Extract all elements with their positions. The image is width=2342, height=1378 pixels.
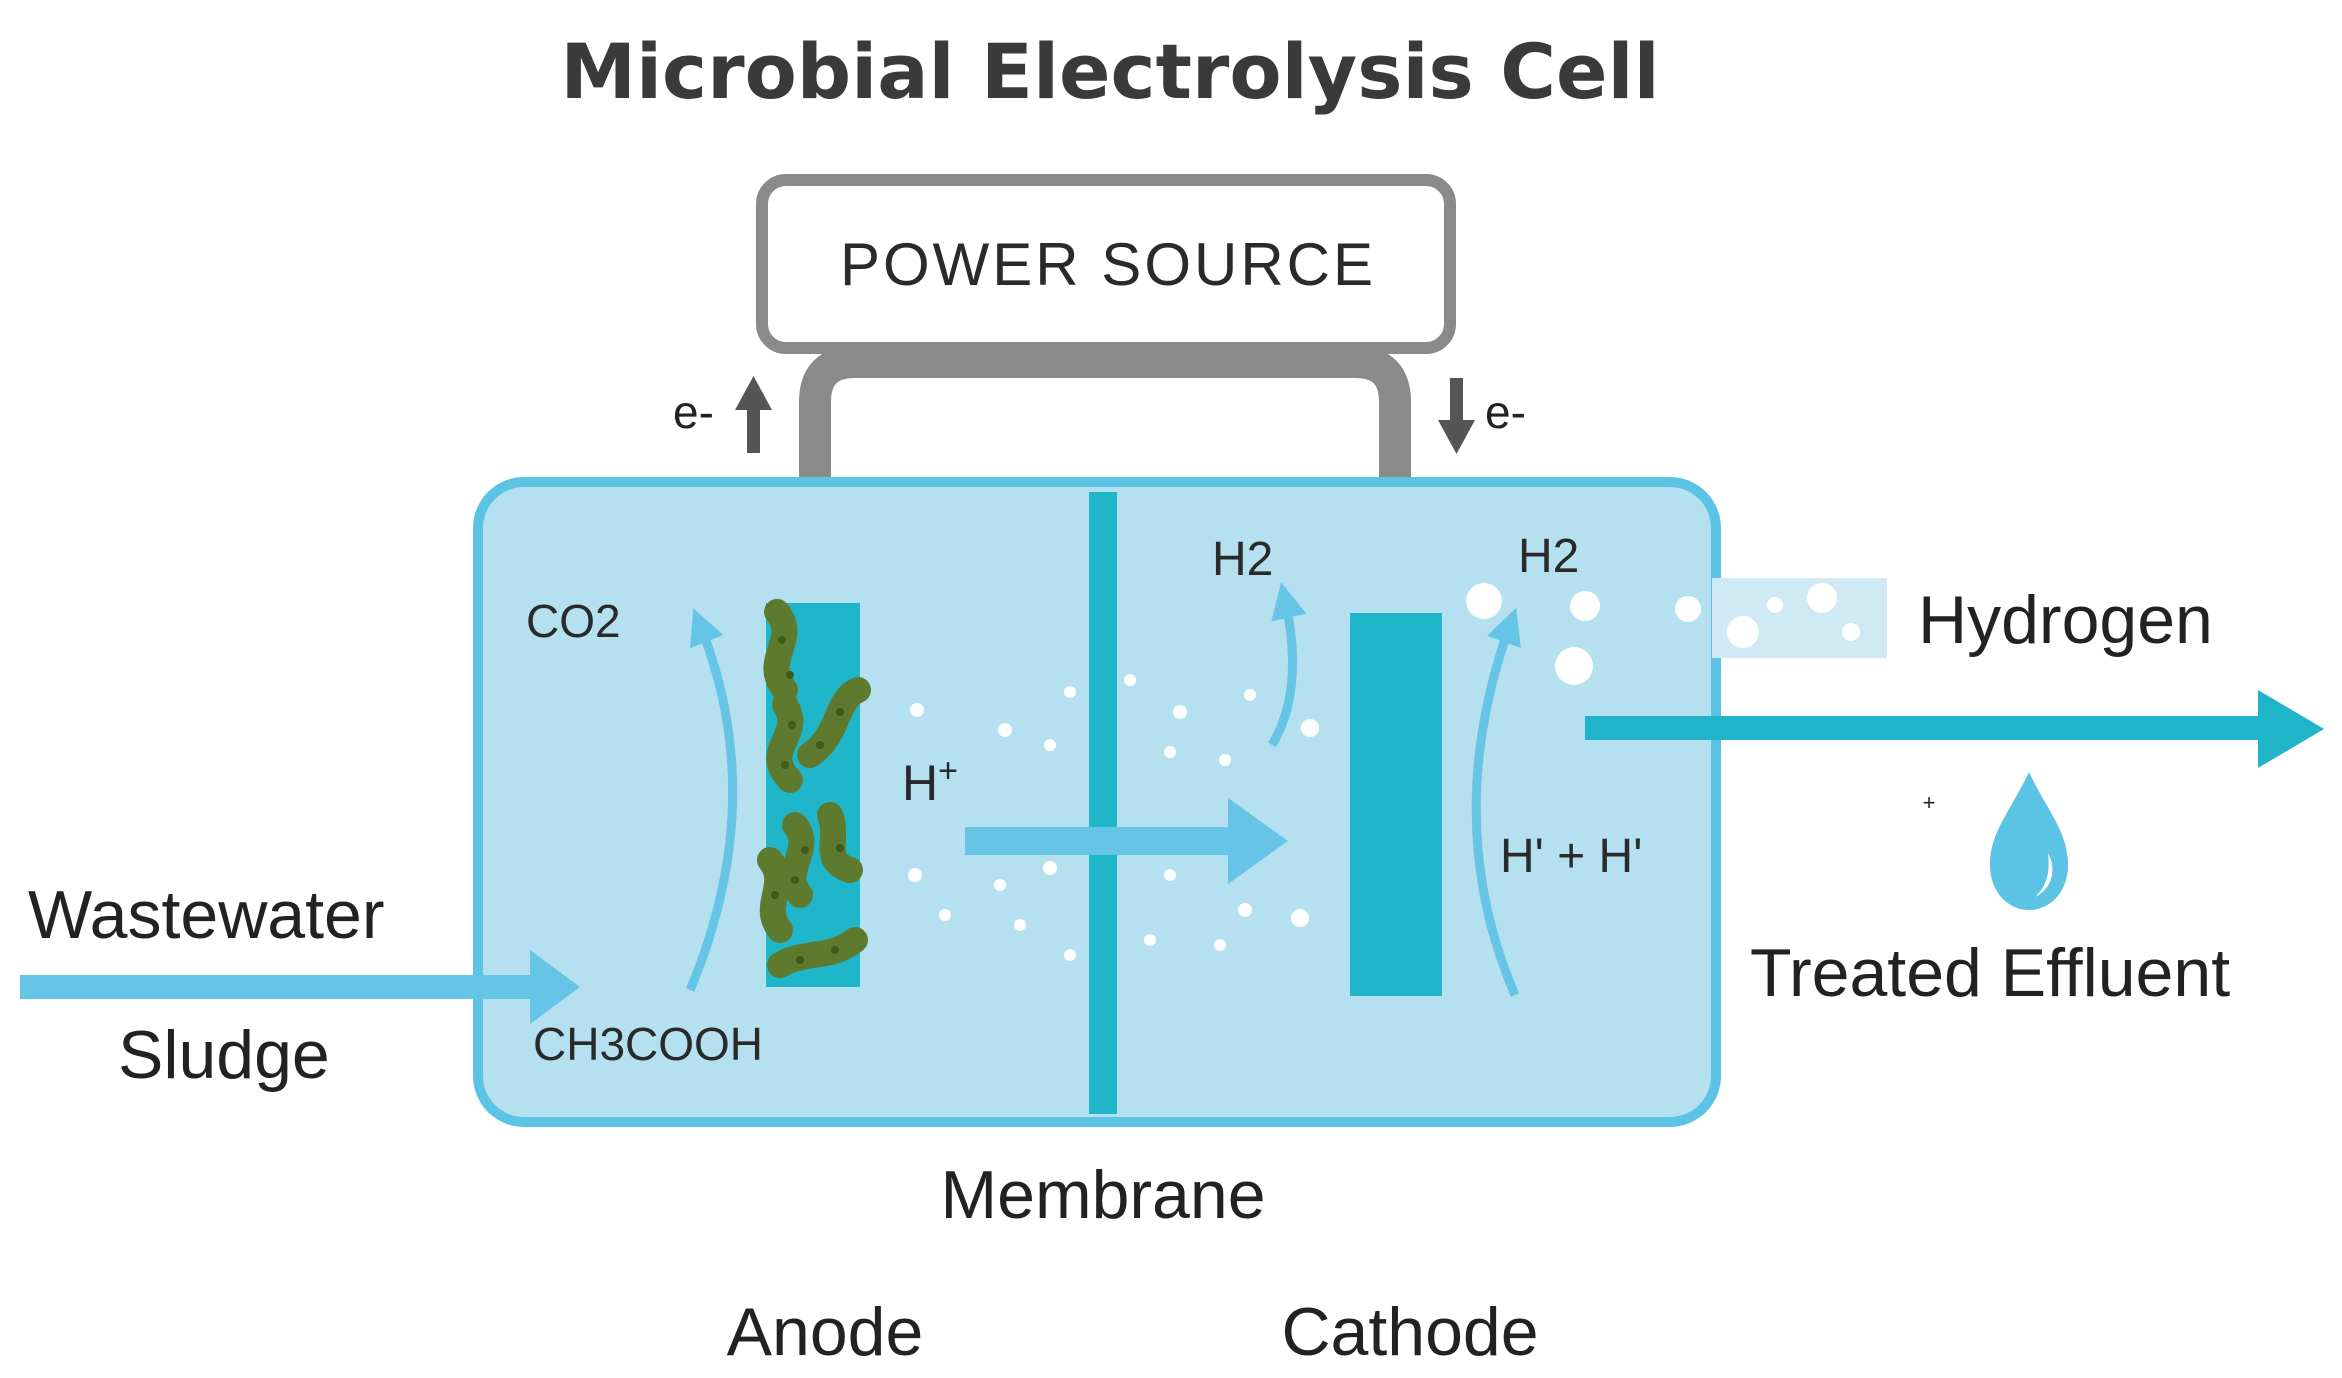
- electron-left-label: e-: [673, 386, 714, 438]
- membrane-label: Membrane: [940, 1157, 1265, 1233]
- electron-up-arrow: [735, 376, 772, 453]
- diagram-title: Microbial Electrolysis Cell: [560, 27, 1659, 116]
- h2-middle-label: H2: [1212, 533, 1273, 586]
- sludge-label: Sludge: [118, 1017, 330, 1093]
- proton-label: H+: [902, 752, 958, 811]
- cathode-h2-arrow: [1268, 582, 1307, 748]
- cathode-label: Cathode: [1281, 1294, 1538, 1370]
- membrane-barrier: [1089, 492, 1117, 1114]
- effluent-arrow: [1585, 690, 2324, 768]
- hydrogen-bubbles: [1466, 583, 1860, 685]
- h2-right-label: H2: [1518, 530, 1579, 583]
- h-plus-h-label: H' + H': [1500, 830, 1642, 883]
- proton-dots: [908, 674, 1319, 961]
- proton-transfer-arrow: [965, 798, 1288, 884]
- circuit-wire: [799, 346, 1411, 615]
- wastewater-label: Wastewater: [28, 877, 384, 953]
- cathode-electrode: [1350, 613, 1442, 996]
- co2-label: CO2: [526, 595, 621, 647]
- water-drop-icon: [1990, 772, 2068, 910]
- hydrogen-label: Hydrogen: [1918, 582, 2213, 658]
- wastewater-input-arrow: [20, 950, 580, 1024]
- power-source-label: POWER SOURCE: [840, 231, 1376, 298]
- cathode-curved-arrow: [1471, 608, 1521, 997]
- treated-effluent-label: Treated Effluent: [1750, 935, 2230, 1011]
- bacteria-spots: [771, 636, 844, 964]
- anode-label: Anode: [727, 1294, 924, 1370]
- electron-down-arrow: [1438, 378, 1475, 454]
- anode-curved-arrow: [685, 608, 738, 992]
- electron-right-label: e-: [1485, 386, 1526, 438]
- small-plus-mark: +: [1923, 790, 1936, 815]
- bacteria-icon: [757, 599, 871, 978]
- acetate-label: CH3COOH: [533, 1018, 763, 1070]
